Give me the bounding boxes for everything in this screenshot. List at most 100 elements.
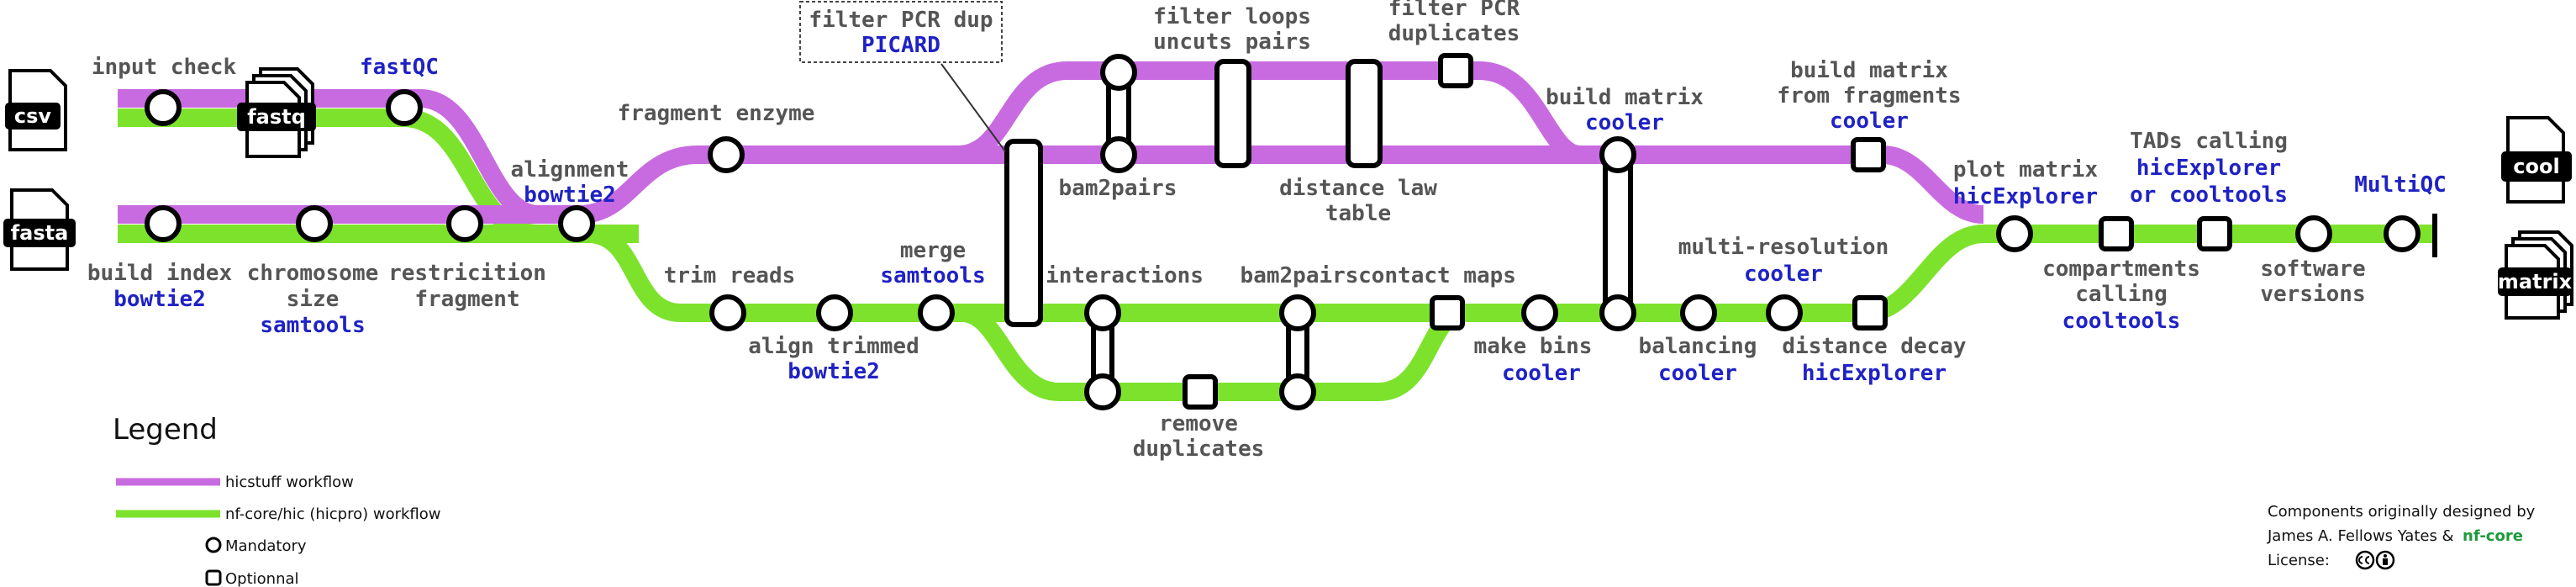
label-contact-maps: contact maps xyxy=(1358,263,1516,288)
csv-file-label: csv xyxy=(14,104,52,128)
csv-file-icon: csv xyxy=(5,69,67,151)
nfcore-line-trim xyxy=(587,225,1021,322)
label-filter-loops-2: uncuts pairs xyxy=(1153,29,1311,55)
label-build-matrix-frag-2: from fragments xyxy=(1777,83,1961,108)
line-end-cap xyxy=(2432,214,2437,257)
station-interactions-b xyxy=(1084,373,1121,410)
label-interactions: interactions xyxy=(1046,263,1204,288)
station-multiqc xyxy=(2384,215,2421,252)
label-software-2: versions xyxy=(2260,282,2365,307)
label-software-1: software xyxy=(2260,256,2365,282)
legend-nfcore-label: nf-core/hic (hicpro) workflow xyxy=(225,505,440,523)
credits-license: License: xyxy=(2268,552,2330,569)
station-merge xyxy=(918,294,955,331)
label-alignment-tool: bowtie2 xyxy=(524,182,616,208)
label-filter-pcr-dup: filter PCR dup xyxy=(809,8,993,33)
hicstuff-line-main xyxy=(538,145,1984,224)
station-build-matrix-bottom xyxy=(1599,294,1636,331)
label-make-bins-tool: cooler xyxy=(1502,361,1581,386)
label-trim-reads: trim reads xyxy=(664,263,796,288)
cool-file-icon: cool xyxy=(2501,116,2572,204)
label-tads-tool-1: hicExplorer xyxy=(2136,156,2281,181)
label-compartments-tool: cooltools xyxy=(2062,309,2181,334)
legend-optional-label: Optionnal xyxy=(225,570,299,587)
hicstuff-workflow-lines xyxy=(118,61,1984,224)
station-compartments xyxy=(2099,216,2134,251)
credits-line-2: James A. Fellows Yates & xyxy=(2267,527,2454,545)
label-chromosome-size-1: chromosome xyxy=(247,261,379,286)
station-input-check xyxy=(145,89,182,126)
station-interactions-a xyxy=(1084,294,1121,331)
legend-optional-icon xyxy=(205,569,222,586)
label-restriction-1: restricition xyxy=(388,261,546,286)
label-remove-duplicates-2: duplicates xyxy=(1133,436,1265,462)
label-chromosome-size-tool: samtools xyxy=(260,313,365,338)
label-fragment-enzyme: fragment enzyme xyxy=(618,101,815,126)
label-build-matrix: build matrix xyxy=(1546,85,1704,110)
hicstuff-line-loops-branch xyxy=(956,61,1582,164)
station-plot-matrix xyxy=(1996,215,2033,252)
label-remove-duplicates-1: remove xyxy=(1159,411,1238,436)
label-multi-resolution-tool: cooler xyxy=(1744,262,1823,287)
station-labels: input check fastQC fragment enzyme align… xyxy=(87,0,2447,462)
label-restriction-2: fragment xyxy=(414,287,519,312)
station-remove-duplicates xyxy=(1183,374,1218,410)
label-compartments-1: compartments xyxy=(2042,256,2200,282)
fasta-file-label: fasta xyxy=(11,221,69,245)
legend: Legend hicstuff workflow nf-core/hic (hi… xyxy=(113,413,440,587)
label-input-check: input check xyxy=(92,55,237,80)
mandatory-stations xyxy=(145,54,2421,410)
station-fragment-enzyme xyxy=(708,136,745,173)
label-align-trimmed-tool: bowtie2 xyxy=(788,359,880,384)
label-align-trimmed: align trimmed xyxy=(748,334,919,359)
station-distance-decay xyxy=(1852,295,1888,331)
label-plot-matrix-tool: hicExplorer xyxy=(1953,184,2098,209)
distance-law-bar xyxy=(1346,59,1383,168)
station-software-versions xyxy=(2295,215,2332,252)
cc-license-icon xyxy=(2355,550,2375,570)
label-balancing-tool: cooler xyxy=(1658,361,1737,386)
fastq-file-icon: fastq xyxy=(237,67,316,158)
station-align-trimmed xyxy=(816,294,853,331)
label-make-bins: make bins xyxy=(1474,334,1593,359)
label-build-index: build index xyxy=(87,261,232,286)
label-distance-decay-tool: hicExplorer xyxy=(1802,361,1946,386)
credits-line-1: Components originally designed by xyxy=(2268,503,2536,521)
station-build-matrix-fragments xyxy=(1851,137,1886,172)
label-build-matrix-tool: cooler xyxy=(1585,110,1664,135)
station-trim-reads xyxy=(709,294,746,331)
optional-stations xyxy=(1183,53,2232,410)
by-license-icon xyxy=(2375,550,2395,570)
cool-file-label: cool xyxy=(2513,155,2559,178)
label-merge: merge xyxy=(900,238,966,263)
label-build-matrix-frag-1: build matrix xyxy=(1790,58,1948,83)
label-distance-law-2: table xyxy=(1325,201,1391,226)
station-build-matrix xyxy=(1599,136,1636,173)
label-multi-resolution: multi-resolution xyxy=(1678,235,1889,260)
station-fastqc xyxy=(386,89,423,126)
station-balancing xyxy=(1680,294,1717,331)
label-filter-pcr-2: duplicates xyxy=(1388,21,1520,46)
filter-pcr-callout-pointer xyxy=(940,63,1006,152)
label-merge-tool: samtools xyxy=(880,263,985,288)
label-tads-tool-2: or cooltools xyxy=(2130,182,2288,208)
station-make-bins xyxy=(1521,294,1558,331)
filter-pcr-dup-bar xyxy=(1004,139,1043,327)
filter-pcr-callout-box xyxy=(799,1,1003,63)
station-multi-resolution xyxy=(1766,294,1803,331)
station-bam2pairs-bottom-b xyxy=(1279,373,1316,410)
label-balancing: balancing xyxy=(1639,334,1757,359)
fastq-file-label: fastq xyxy=(247,105,306,129)
legend-hicstuff-label: hicstuff workflow xyxy=(225,473,354,491)
station-bam2pairs-top-a xyxy=(1100,54,1137,91)
label-filter-pcr-1: filter PCR xyxy=(1388,0,1520,21)
station-tads xyxy=(2197,216,2232,251)
station-bam2pairs-bottom-a xyxy=(1279,294,1316,331)
matrix-file-label: matrix xyxy=(2498,270,2573,294)
legend-mandatory-label: Mandatory xyxy=(225,537,307,555)
label-bam2pairs-bottom: bam2pairs xyxy=(1241,263,1359,288)
label-build-matrix-frag-tool: cooler xyxy=(1830,108,1909,134)
station-chromosome-size xyxy=(296,205,333,242)
legend-mandatory-icon xyxy=(205,537,222,553)
